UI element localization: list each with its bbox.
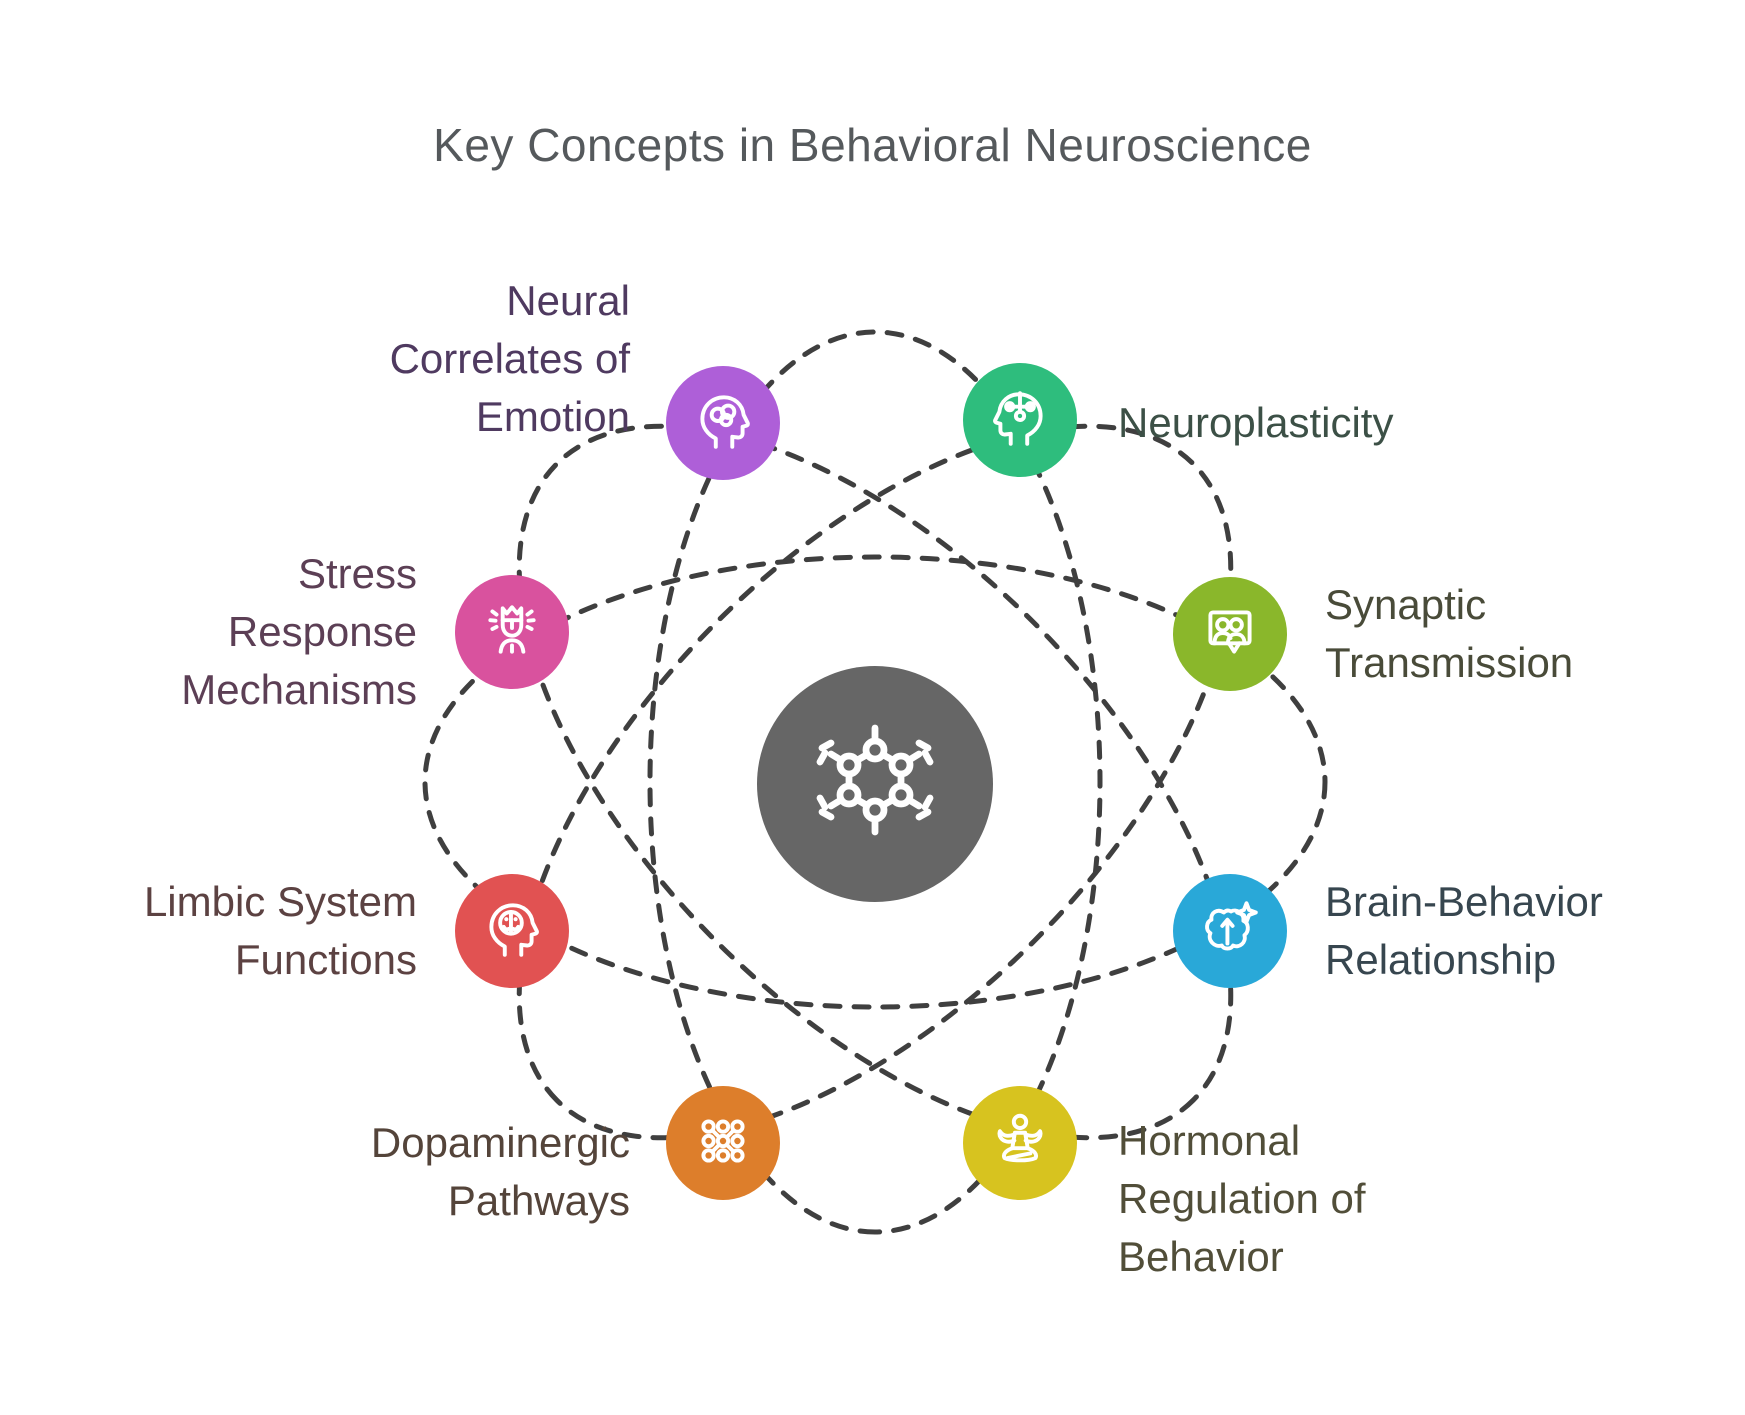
label-dopaminergic-pathways: Dopaminergic Pathways (371, 1114, 630, 1230)
label-line: Dopaminergic (370, 1119, 630, 1166)
label-hormonal-regulation-of-behavior: Hormonal Regulation of Behavior (1118, 1112, 1366, 1286)
molecule-icon (811, 718, 939, 851)
brain-sparkle-icon (1197, 896, 1263, 967)
label-line: Relationship (1325, 936, 1557, 983)
node-neural-correlates-of-emotion (666, 366, 780, 480)
stress-face-icon (479, 597, 545, 668)
node-neuroplasticity (963, 363, 1077, 477)
dots-grid-icon (690, 1108, 756, 1179)
label-neural-correlates-of-emotion: Neural Correlates of Emotion (390, 272, 630, 446)
label-neuroplasticity: Neuroplasticity (1118, 394, 1393, 452)
node-brain-behavior-relationship (1173, 874, 1287, 988)
label-line: Stress (297, 550, 417, 597)
label-line: Synaptic (1325, 581, 1487, 628)
people-speech-bubble-icon (1197, 599, 1263, 670)
label-line: Transmission (1325, 639, 1574, 686)
label-stress-response-mechanisms: Stress Response Mechanisms (181, 545, 417, 719)
meditation-icon (987, 1108, 1053, 1179)
node-hormonal-regulation-of-behavior (963, 1086, 1077, 1200)
label-line: Hormonal (1118, 1117, 1301, 1164)
label-brain-behavior-relationship: Brain-Behavior Relationship (1325, 873, 1603, 989)
node-dopaminergic-pathways (666, 1086, 780, 1200)
head-brain-icon (690, 388, 756, 459)
node-limbic-system-functions (455, 874, 569, 988)
label-line: Neuroplasticity (1118, 399, 1394, 446)
head-circuit-icon (987, 385, 1053, 456)
label-line: Functions (234, 936, 417, 983)
node-synaptic-transmission (1173, 577, 1287, 691)
label-line: Response (227, 608, 417, 655)
label-line: Pathways (447, 1177, 630, 1224)
label-synaptic-transmission: Synaptic Transmission (1325, 576, 1573, 692)
head-round-brain-icon (479, 896, 545, 967)
label-line: Emotion (475, 393, 630, 440)
label-line: Regulation of (1118, 1175, 1366, 1222)
label-line: Brain-Behavior (1325, 878, 1603, 925)
label-limbic-system-functions: Limbic System Functions (144, 873, 417, 989)
label-line: Limbic System (143, 878, 417, 925)
node-stress-response-mechanisms (455, 575, 569, 689)
page-title: Key Concepts in Behavioral Neuroscience (433, 119, 1312, 171)
label-line: Neural (506, 277, 630, 324)
center-hub (757, 666, 993, 902)
label-line: Correlates of (389, 335, 630, 382)
label-line: Mechanisms (181, 666, 417, 713)
label-line: Behavior (1118, 1233, 1284, 1280)
